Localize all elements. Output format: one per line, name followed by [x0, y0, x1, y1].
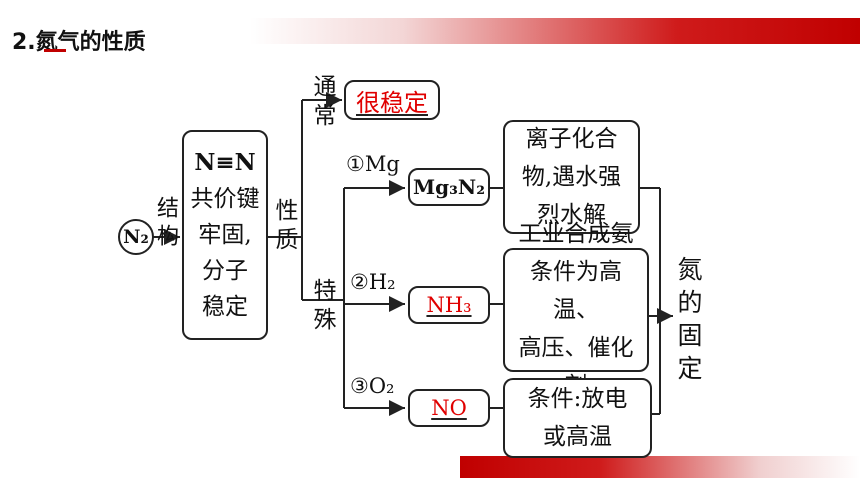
fixation-label: 氮的固定	[674, 256, 703, 388]
desc-line: 或高温	[543, 424, 612, 450]
desc-line: 条件为高温、	[530, 259, 622, 323]
property-label: 性质	[271, 198, 297, 256]
slide-title: 2.氮气的性质	[12, 30, 146, 55]
product-nh3-answer: NH₃	[426, 293, 472, 317]
desc-line: 离子化合	[525, 126, 618, 152]
product-box-no: NO	[408, 389, 490, 427]
structure-line: 共价键	[190, 186, 260, 212]
structure-label: 结构	[153, 196, 178, 252]
reagent-h2: ②H₂	[350, 270, 396, 294]
normal-result-box: 很稳定	[344, 80, 440, 120]
product-mg3n2: Mg₃N₂	[413, 175, 485, 199]
structure-line: 稳定	[202, 294, 248, 320]
desc-box-mg3n2: 离子化合 物,遇水强 烈水解	[503, 120, 640, 234]
n2-node: N₂	[118, 219, 154, 255]
special-label: 特殊	[309, 278, 335, 336]
reagent-o2: ③O₂	[350, 374, 395, 398]
title-accent-mark	[44, 49, 66, 52]
desc-line: 条件:放电	[527, 386, 628, 412]
structure-line: 分子	[202, 258, 248, 284]
normal-result-answer: 很稳定	[356, 88, 428, 117]
normal-label: 通常	[309, 74, 335, 132]
desc-line: 烈水解	[537, 202, 606, 228]
product-no-answer: NO	[431, 396, 467, 420]
bottom-decor-band	[460, 456, 860, 478]
desc-box-no: 条件:放电 或高温	[503, 378, 652, 458]
reagent-mg: ①Mg	[346, 152, 400, 176]
product-box-mg3n2: Mg₃N₂	[408, 168, 490, 206]
n2-label: N₂	[123, 226, 149, 248]
top-decor-band	[250, 18, 860, 44]
product-box-nh3: NH₃	[408, 286, 490, 324]
desc-box-nh3: 工业合成氨 条件为高温、 高压、催化剂	[503, 221, 649, 399]
triple-bond-formula: N≡N	[194, 149, 256, 176]
desc-line: 物,遇水强	[521, 164, 622, 190]
desc-line: 工业合成氨	[518, 221, 634, 247]
structure-line: 牢固,	[198, 222, 252, 248]
structure-box: N≡N 共价键 牢固, 分子 稳定	[182, 130, 268, 340]
